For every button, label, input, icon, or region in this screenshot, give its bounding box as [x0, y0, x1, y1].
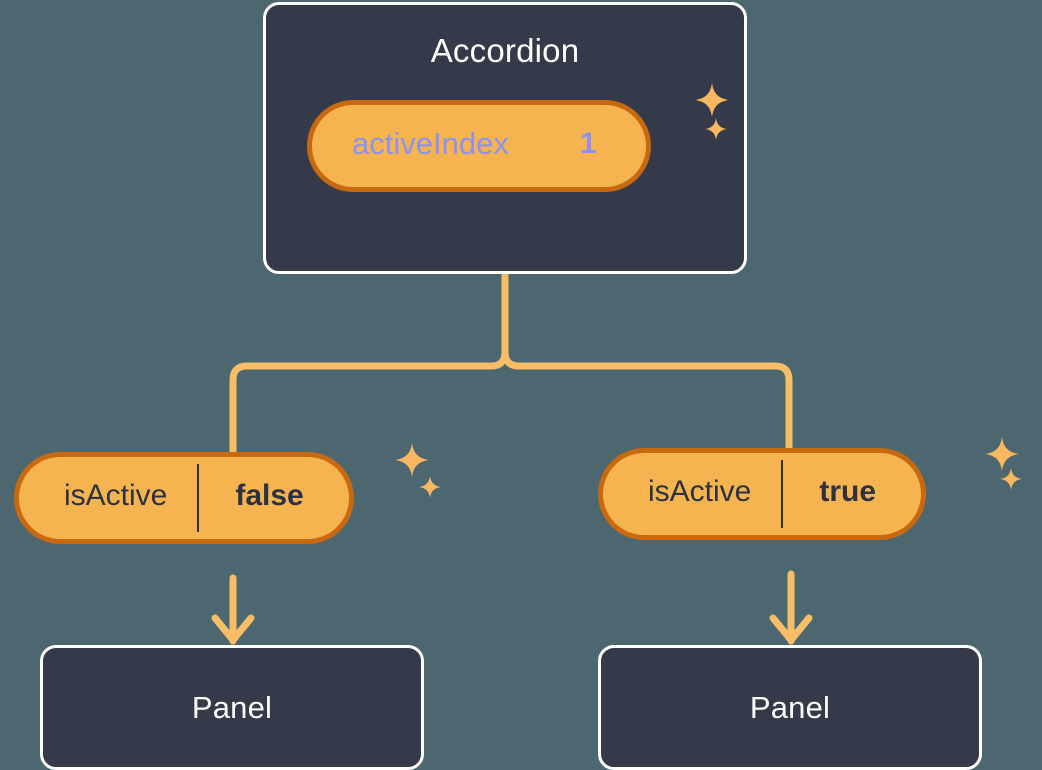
prop-value-label: true: [819, 475, 877, 508]
state-pill-active-index[interactable]: activeIndex 1: [307, 100, 651, 192]
pill-inner-ring: activeIndex 1: [312, 105, 646, 187]
pill-divider: [535, 112, 538, 180]
panel-title: Panel: [749, 689, 831, 725]
sparkle-icon: [985, 437, 1019, 471]
pill-outer-ring: isActive true: [598, 448, 927, 540]
arrow-down-icon-left: [211, 614, 255, 644]
connector-right-branch: [501, 270, 793, 456]
accordion-title: Accordion: [430, 32, 580, 69]
pill-inner-ring: isActive true: [603, 453, 922, 535]
sparkle-icon: [419, 476, 441, 498]
state-key-label: activeIndex: [352, 126, 509, 161]
panel-node-right[interactable]: Panel: [598, 645, 982, 770]
arrow-down-icon-right: [769, 614, 813, 644]
pill-inner-ring: isActive false: [19, 457, 349, 539]
pill-body: activeIndex 1: [319, 112, 639, 180]
sparkle-icon: [1000, 468, 1022, 490]
pill-divider: [197, 464, 200, 532]
prop-key-label: isActive: [64, 479, 168, 512]
connector-left-branch: [229, 270, 509, 456]
pill-body: isActive false: [26, 464, 342, 532]
prop-pill-is-active-left[interactable]: isActive false: [14, 452, 354, 544]
panel-node-left[interactable]: Panel: [40, 645, 424, 770]
panel-title: Panel: [191, 689, 273, 725]
pill-outer-ring: isActive false: [14, 452, 354, 544]
prop-key-label: isActive: [648, 475, 752, 508]
prop-pill-is-active-right[interactable]: isActive true: [598, 448, 927, 540]
pill-outer-ring: activeIndex 1: [307, 100, 651, 192]
sparkle-icon: [395, 443, 429, 477]
prop-value-label: false: [235, 479, 304, 512]
state-value-label: 1: [579, 127, 597, 160]
pill-divider: [781, 460, 784, 528]
pill-body: isActive true: [610, 460, 914, 528]
